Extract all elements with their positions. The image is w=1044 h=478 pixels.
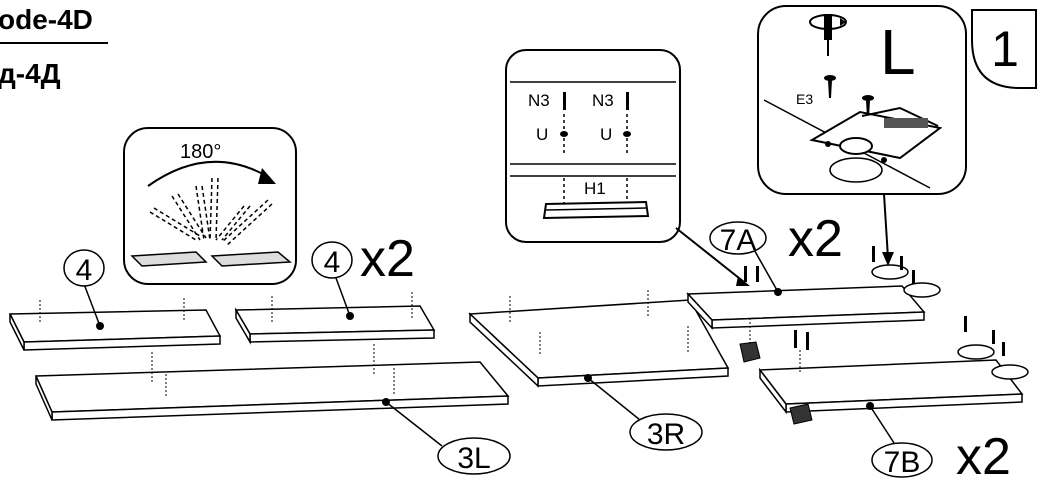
panel-3r — [468, 290, 730, 388]
screw-label-n3-right: N3 — [592, 91, 614, 110]
tool-letter: L — [880, 16, 916, 88]
rail-label-h1: H1 — [584, 179, 606, 198]
hinge-set-7a — [871, 246, 941, 298]
part-label-7a: 7A — [709, 221, 767, 257]
qty-4-right: x2 — [360, 230, 415, 288]
model-code: ode-4D — [0, 4, 93, 35]
model-code-cyrillic: д-4Д — [0, 58, 61, 89]
hinge-icon — [809, 106, 943, 183]
screwdriver-icon — [809, 14, 847, 56]
door-7b — [758, 330, 1024, 425]
svg-text:4: 4 — [324, 246, 341, 279]
hinge-set-7b — [957, 316, 1029, 380]
svg-text:4: 4 — [76, 254, 93, 287]
dowel-label-u-left: U — [536, 125, 548, 144]
panel-4-right — [234, 292, 436, 345]
part-label-4-right: 4 — [311, 241, 353, 279]
part-label-7b: 7B — [871, 442, 933, 478]
part-label-3r: 3R — [629, 413, 703, 451]
header-underline — [0, 42, 108, 44]
qty-7b: x2 — [956, 428, 1011, 478]
rail-detail-callout: N3 N3 U U H1 — [505, 49, 750, 286]
door-7a — [686, 266, 926, 363]
hinge-screw-callout: L E3 — [757, 5, 967, 266]
part-label-3l: 3L — [437, 437, 511, 475]
svg-text:3R: 3R — [647, 418, 685, 451]
svg-text:7A: 7A — [720, 224, 757, 257]
rotation-angle: 180° — [180, 141, 221, 163]
part-label-4-left: 4 — [63, 249, 105, 287]
step-badge: 1 — [971, 9, 1037, 89]
svg-text:7B: 7B — [884, 446, 921, 478]
flip-sequence-icon — [149, 177, 273, 247]
rail-icon — [542, 200, 650, 220]
rotation-callout: 180° — [123, 127, 297, 285]
screw-label-e3: E3 — [796, 91, 813, 107]
panel-3l — [34, 344, 510, 421]
dowel-label-u-right: U — [600, 125, 612, 144]
step-number: 1 — [991, 21, 1019, 77]
panel-4-left — [8, 298, 222, 351]
screw-label-n3-left: N3 — [528, 91, 550, 110]
qty-7a: x2 — [788, 210, 843, 268]
svg-text:3L: 3L — [457, 442, 490, 475]
